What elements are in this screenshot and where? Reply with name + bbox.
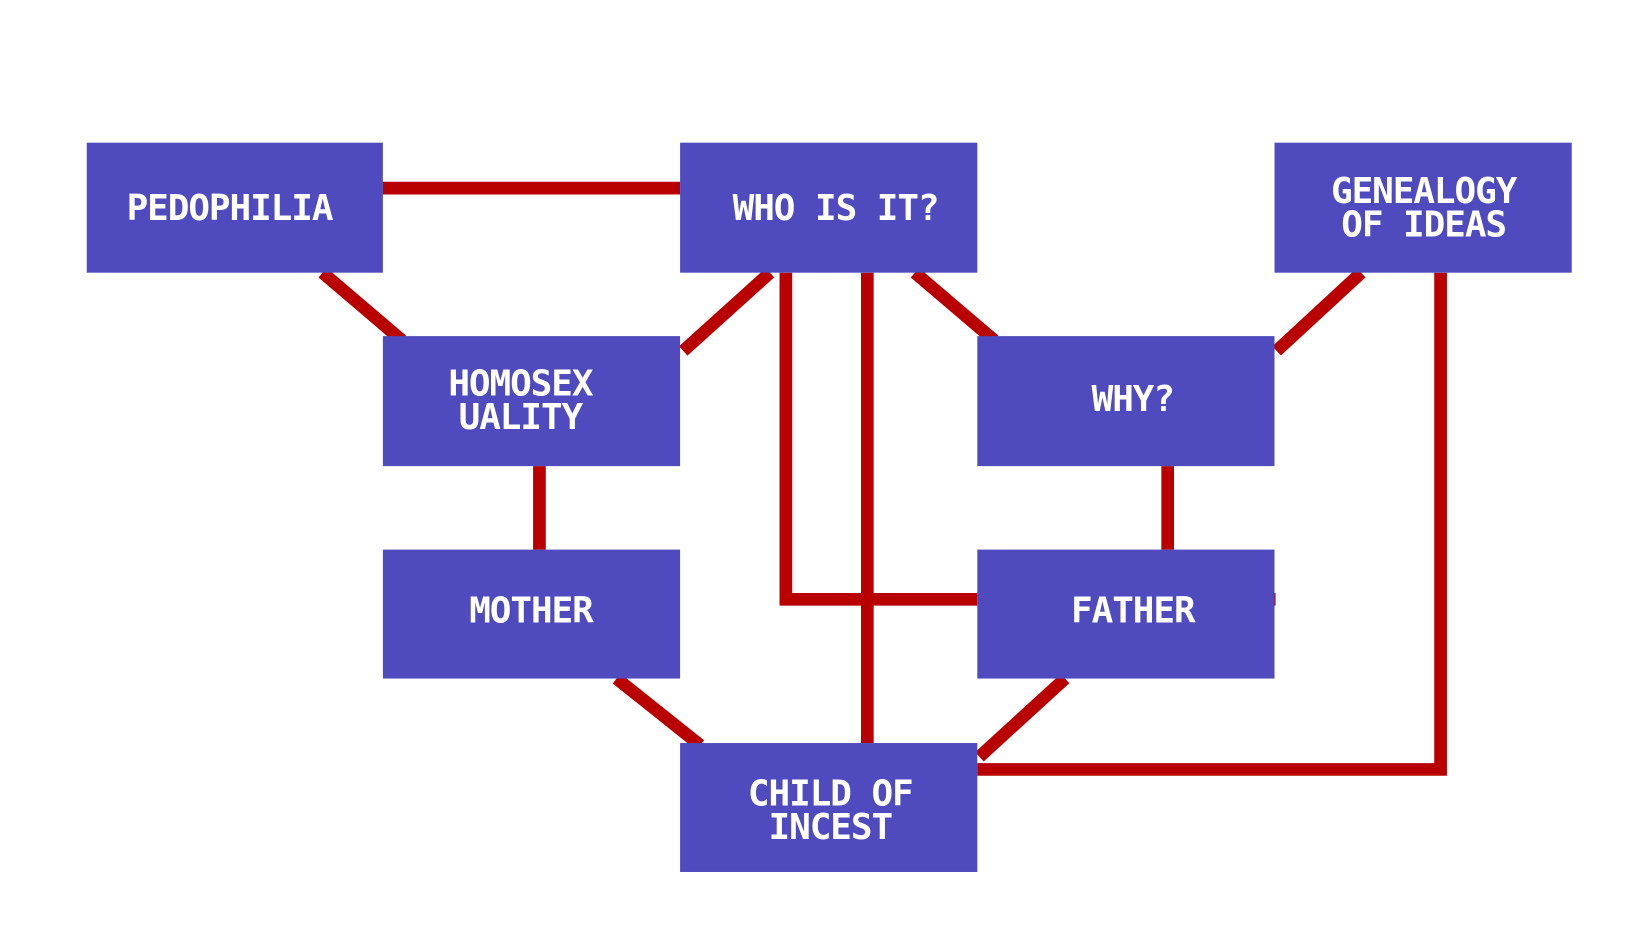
node-label: GENEALOGY bbox=[1331, 171, 1518, 212]
node-label: CHILD OF bbox=[748, 773, 913, 814]
node-why: WHY? bbox=[977, 336, 1275, 467]
node-father: FATHER bbox=[977, 549, 1275, 679]
node-homosexuality: HOMOSEX UALITY bbox=[382, 336, 681, 467]
node-child-of-incest: CHILD OF INCEST bbox=[680, 743, 978, 872]
edge-genealogy-why bbox=[1272, 268, 1366, 356]
edge-who-homosexuality bbox=[679, 267, 775, 356]
node-label: UALITY bbox=[459, 397, 584, 438]
node-label: WHO IS IT? bbox=[733, 188, 939, 229]
edge-who-father bbox=[779, 272, 978, 606]
node-label: FATHER bbox=[1071, 591, 1196, 632]
node-label: WHY? bbox=[1092, 379, 1174, 420]
edges bbox=[318, 181, 1447, 776]
edge-genealogy-child bbox=[977, 272, 1447, 776]
node-genealogy-of-ideas: GENEALOGY OF IDEAS bbox=[1274, 142, 1572, 273]
node-who-is-it: WHO IS IT? bbox=[680, 142, 978, 273]
node-label: HOMOSEX bbox=[448, 363, 594, 404]
node-label: MOTHER bbox=[469, 591, 594, 632]
edge-father-child bbox=[975, 673, 1070, 762]
node-label: INCEST bbox=[769, 807, 893, 848]
node-label: OF IDEAS bbox=[1341, 205, 1506, 246]
node-label: PEDOPHILIA bbox=[127, 188, 334, 229]
edge-mother-child bbox=[612, 673, 705, 751]
edge-who-why bbox=[910, 267, 999, 346]
node-pedophilia: PEDOPHILIA bbox=[86, 142, 383, 273]
node-mother: MOTHER bbox=[382, 549, 681, 679]
edge-pedophilia-homosexuality bbox=[318, 267, 407, 346]
